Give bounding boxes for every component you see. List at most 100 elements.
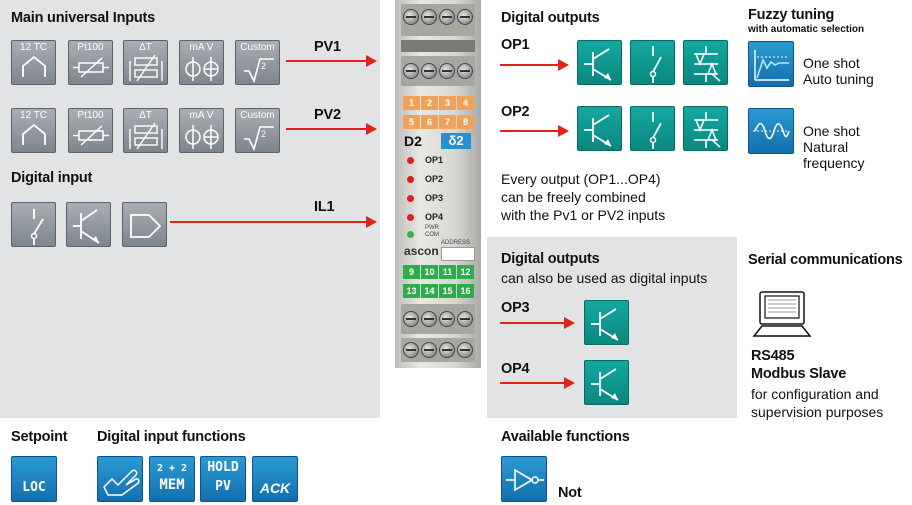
op3-transistor-button[interactable] — [584, 300, 629, 345]
triac-icon — [694, 46, 721, 82]
switch-input-button[interactable] — [11, 202, 56, 247]
delta-t-icon — [129, 54, 163, 82]
terminal-12: 12 — [457, 265, 474, 279]
custom-button-2[interactable]: Custom 2 — [235, 108, 280, 153]
auto-tuning-line2: Auto tuning — [803, 71, 874, 87]
terminal-11: 11 — [439, 265, 456, 279]
tc-button-2[interactable]: 12 TC — [11, 108, 56, 153]
transistor-icon — [73, 209, 100, 244]
natural-frequency-line1: One shot — [803, 123, 860, 139]
switch-icon — [30, 209, 44, 245]
brand-logo: ascon — [404, 244, 439, 258]
main-inputs-title: Main universal Inputs — [11, 10, 156, 26]
digital-outputs-2-subtitle: can also be used as digital inputs — [501, 270, 708, 286]
terminal-8: 8 — [457, 115, 474, 129]
logic-input-button[interactable] — [122, 202, 167, 247]
computer-icon — [752, 291, 812, 337]
pwr-label: PWR — [425, 225, 439, 231]
pt100-button[interactable]: Pt100 — [68, 40, 113, 85]
fuzzy-title: Fuzzy tuning — [748, 7, 835, 23]
svg-text:2: 2 — [261, 129, 266, 139]
op2-triac-button[interactable] — [683, 106, 728, 151]
op2-transistor-button[interactable] — [577, 106, 622, 151]
square-root-icon: 2 — [244, 58, 274, 84]
manual-button[interactable] — [97, 456, 143, 502]
op2-relay-button[interactable] — [630, 106, 675, 151]
serial-desc-line1: for configuration and — [751, 386, 879, 402]
not-function-button[interactable] — [501, 456, 547, 502]
address-label: ADDRESS — [441, 240, 471, 246]
pv2-label: PV2 — [314, 107, 341, 123]
modbus-label: Modbus Slave — [751, 366, 847, 382]
tc-button[interactable]: 12 TC — [11, 40, 56, 85]
model-label: D2 — [404, 133, 422, 149]
rtd-icon — [73, 57, 109, 78]
delta-t-button-2[interactable]: ΔT — [123, 108, 168, 153]
ma-v-button-2[interactable]: mA V — [179, 108, 224, 153]
model-logo: δ2 — [441, 133, 471, 149]
delta-t-button[interactable]: ΔT — [123, 40, 168, 85]
current-voltage-icon — [185, 125, 219, 149]
auto-tuning-button[interactable] — [748, 41, 794, 87]
digital-outputs-2-title: Digital outputs — [501, 251, 600, 267]
fuzzy-subtitle: with automatic selection — [748, 24, 865, 35]
il1-label: IL1 — [314, 199, 335, 215]
op2-arrow — [500, 125, 569, 137]
op3-label: OP3 — [501, 300, 530, 316]
mem-button[interactable]: 2 + 2 MEM — [149, 456, 195, 502]
op1-transistor-button[interactable] — [577, 40, 622, 85]
triac-icon — [694, 112, 721, 148]
not-label: Not — [558, 485, 582, 501]
auto-tuning-line1: One shot — [803, 55, 860, 71]
current-voltage-icon — [185, 57, 219, 81]
ack-button[interactable]: ACK — [252, 456, 298, 502]
op1-relay-button[interactable] — [630, 40, 675, 85]
il1-arrow — [170, 216, 377, 228]
setpoint-title: Setpoint — [11, 429, 68, 445]
transistor-input-button[interactable] — [66, 202, 111, 247]
op1-triac-button[interactable] — [683, 40, 728, 85]
oscillation-icon — [753, 122, 790, 140]
terminal-13: 13 — [403, 284, 420, 298]
step-response-icon — [754, 50, 789, 81]
rtd-icon — [73, 125, 109, 146]
terminal-14: 14 — [421, 284, 438, 298]
ma-v-button[interactable]: mA V — [179, 40, 224, 85]
transistor-icon — [591, 368, 619, 401]
terminal-5: 5 — [403, 115, 420, 129]
thermocouple-icon — [22, 123, 46, 145]
terminal-16: 16 — [457, 284, 474, 298]
natural-frequency-button[interactable] — [748, 108, 794, 154]
hold-pv-button[interactable]: HOLD PV — [200, 456, 246, 502]
led-op4-label: OP4 — [425, 212, 444, 222]
transistor-icon — [584, 48, 612, 81]
terminal-3: 3 — [439, 96, 456, 110]
terminal-9: 9 — [403, 265, 420, 279]
com-label: COM — [425, 232, 439, 238]
digital-outputs-title: Digital outputs — [501, 10, 600, 26]
digital-input-title: Digital input — [11, 170, 93, 186]
loc-button[interactable]: LOC — [11, 456, 57, 502]
rs485-label: RS485 — [751, 348, 795, 364]
terminal-10: 10 — [421, 265, 438, 279]
relay-switch-icon — [649, 46, 662, 83]
hand-icon — [103, 469, 140, 496]
dif-title: Digital input functions — [97, 429, 246, 445]
natural-frequency-line2: Natural frequency — [803, 139, 865, 171]
transistor-icon — [584, 114, 612, 147]
custom-button[interactable]: Custom 2 — [235, 40, 280, 85]
pv1-label: PV1 — [314, 39, 341, 55]
op2-label: OP2 — [501, 104, 530, 120]
led-op3-label: OP3 — [425, 193, 444, 203]
op4-transistor-button[interactable] — [584, 360, 629, 405]
led-op2-label: OP2 — [425, 174, 444, 184]
terminal-6: 6 — [421, 115, 438, 129]
op4-label: OP4 — [501, 361, 530, 377]
pt100-button-2[interactable]: Pt100 — [68, 108, 113, 153]
pv2-arrow — [286, 123, 377, 135]
serial-title: Serial communications — [748, 252, 903, 268]
not-gate-icon — [506, 468, 544, 492]
logic-gate-icon — [130, 214, 162, 238]
outputs-note-line3: with the Pv1 or PV2 inputs — [501, 207, 666, 223]
terminal-2: 2 — [421, 96, 438, 110]
